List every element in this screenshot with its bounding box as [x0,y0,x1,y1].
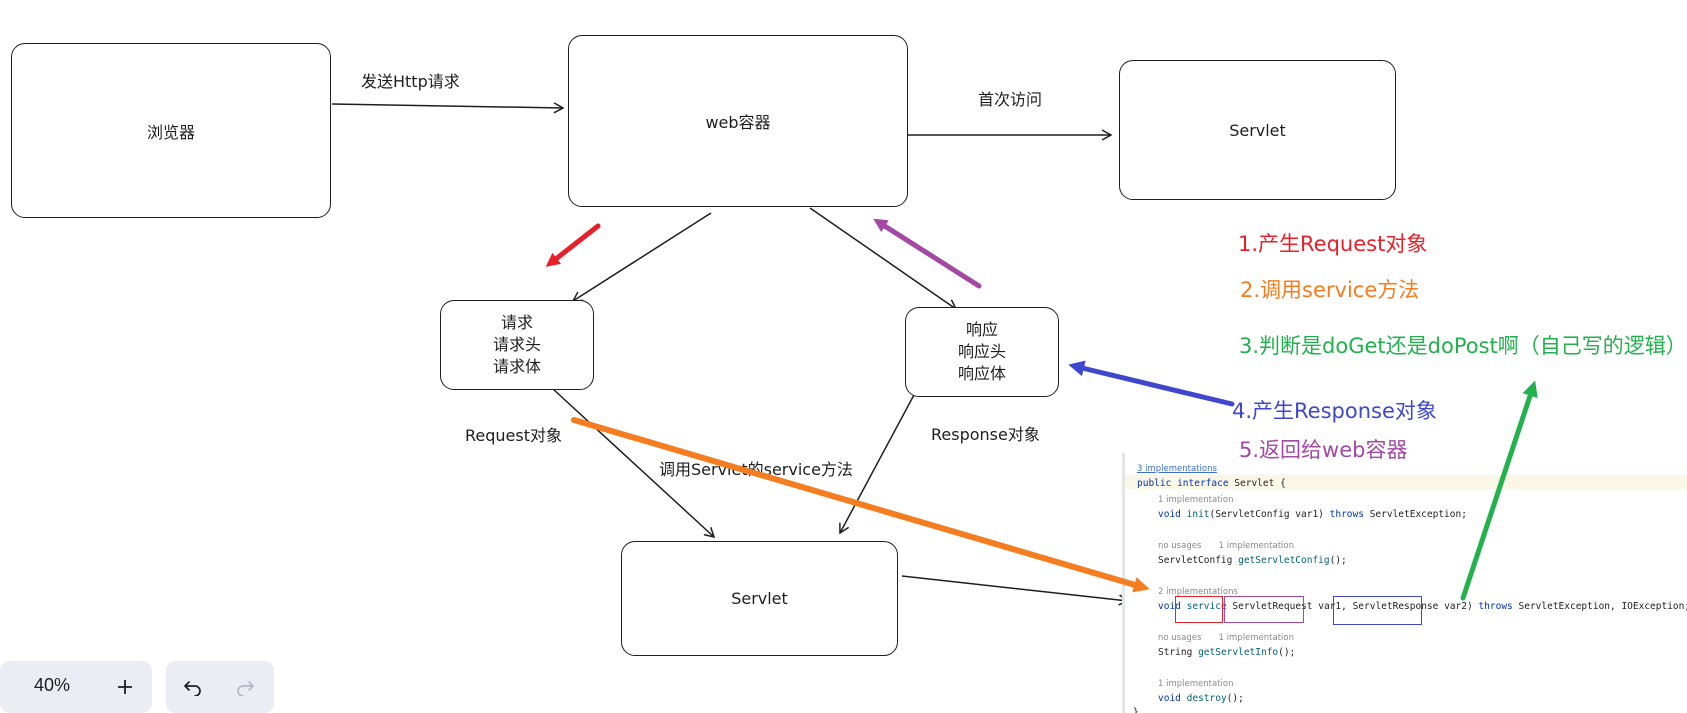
arrow-container-to-request[interactable] [571,212,712,302]
info-tail: (); [1278,647,1296,658]
arrow-browser-to-container[interactable] [331,102,565,114]
info-usages-hint: no usages [1158,633,1202,643]
response-body-line: 响应体 [957,364,1006,383]
browser-label: 浏览器 [146,122,195,142]
redo-icon [237,681,254,696]
response-type-highlight-box[interactable] [1333,596,1422,625]
destroy-method: destroy [1186,693,1227,704]
redo-button[interactable] [228,670,262,704]
current-line-highlight [1125,475,1687,489]
interface-name: Servlet [1234,478,1275,489]
undo-icon [184,681,201,696]
config-usages-hint: no usages [1158,541,1202,551]
response-lines: 响应 响应头 响应体 [958,319,1006,385]
undo-button[interactable] [176,670,210,704]
service-throws: throws [1478,601,1513,612]
open-brace: { [1280,478,1286,489]
zoom-controls: 40% [0,661,152,713]
info-type: String [1158,647,1193,658]
plus-icon [118,680,132,694]
servlet-interface-code[interactable]: 3 implementations public interface Servl… [1122,453,1687,713]
step-4-label: 4.产生Response对象 [1232,399,1437,423]
init-void: void [1158,509,1181,520]
response-header-line: 响应头 [957,342,1006,361]
closing-brace: } [1133,707,1139,713]
request-type-highlight-box[interactable] [1224,596,1304,623]
destroy-void: void [1158,693,1181,704]
info-method: getServletInfo [1198,647,1279,658]
service-exception: ServletException, IOException; [1518,601,1687,612]
service-void: void [1158,601,1181,612]
config-tail: (); [1329,555,1347,566]
config-impl-hint[interactable]: 1 implementation [1218,541,1295,551]
info-impl-hint[interactable]: 1 implementation [1218,633,1295,643]
web-container-label: web容器 [705,113,771,132]
request-box[interactable]: 请求 请求头 请求体 [440,300,594,390]
config-method: getServletConfig [1238,555,1330,566]
response-line: 响应 [965,320,998,339]
service-var1: var1, [1318,601,1347,612]
first-visit-label: 首次访问 [978,90,1043,109]
request-lines: 请求 请求头 请求体 [493,312,541,378]
service-highlight-box[interactable] [1175,596,1223,623]
arrow-container-to-response[interactable] [809,207,958,310]
service-request-type: ServletRequest [1232,601,1313,612]
request-body-line: 请求体 [492,357,541,376]
init-args: (ServletConfig var1) [1209,509,1324,520]
init-hint[interactable]: 1 implementation [1158,495,1234,505]
service-hint[interactable]: 2 implementations [1158,587,1238,597]
browser-box[interactable]: 浏览器 [11,43,331,218]
step-3-label: 3.判断是doGet还是doPost啊（自己写的逻辑） [1239,334,1687,358]
keyword-public: public [1137,478,1172,489]
keyword-interface: interface [1177,478,1229,489]
destroy-hint[interactable]: 1 implementation [1158,679,1234,689]
zoom-in-button[interactable] [108,670,142,704]
zoom-level[interactable]: 40% [34,675,71,695]
init-method: init [1186,509,1210,520]
request-header-line: 请求头 [492,335,541,354]
response-box[interactable]: 响应 响应头 响应体 [905,307,1059,397]
request-object-label: Request对象 [465,426,562,445]
response-object-label: Response对象 [931,425,1040,444]
send-http-label: 发送Http请求 [361,72,460,91]
service-var2: var2) [1444,601,1473,612]
config-type: ServletConfig [1158,555,1233,566]
history-controls [166,661,274,713]
servlet-top-box[interactable]: Servlet [1119,60,1396,200]
servlet-top-label: Servlet [1229,120,1286,140]
servlet-bottom-box[interactable]: Servlet [621,541,898,656]
service-method: service [1186,601,1227,612]
arrow-servlet-to-code[interactable] [901,575,1130,606]
web-container-box[interactable]: web容器 [568,35,908,207]
service-response-type: ServletResponse [1352,601,1439,612]
init-throws: throws [1329,509,1364,520]
step-1-label: 1.产生Request对象 [1238,232,1428,256]
request-line: 请求 [500,313,533,332]
init-exception: ServletException; [1369,509,1467,520]
step-5-label: 5.返回给web容器 [1239,438,1408,462]
destroy-tail: (); [1226,693,1244,704]
implementations-hint[interactable]: 3 implementations [1137,464,1217,474]
step-2-label: 2.调用service方法 [1240,278,1420,302]
call-service-label: 调用Servlet的service方法 [659,460,853,479]
servlet-bottom-label: Servlet [731,589,788,608]
